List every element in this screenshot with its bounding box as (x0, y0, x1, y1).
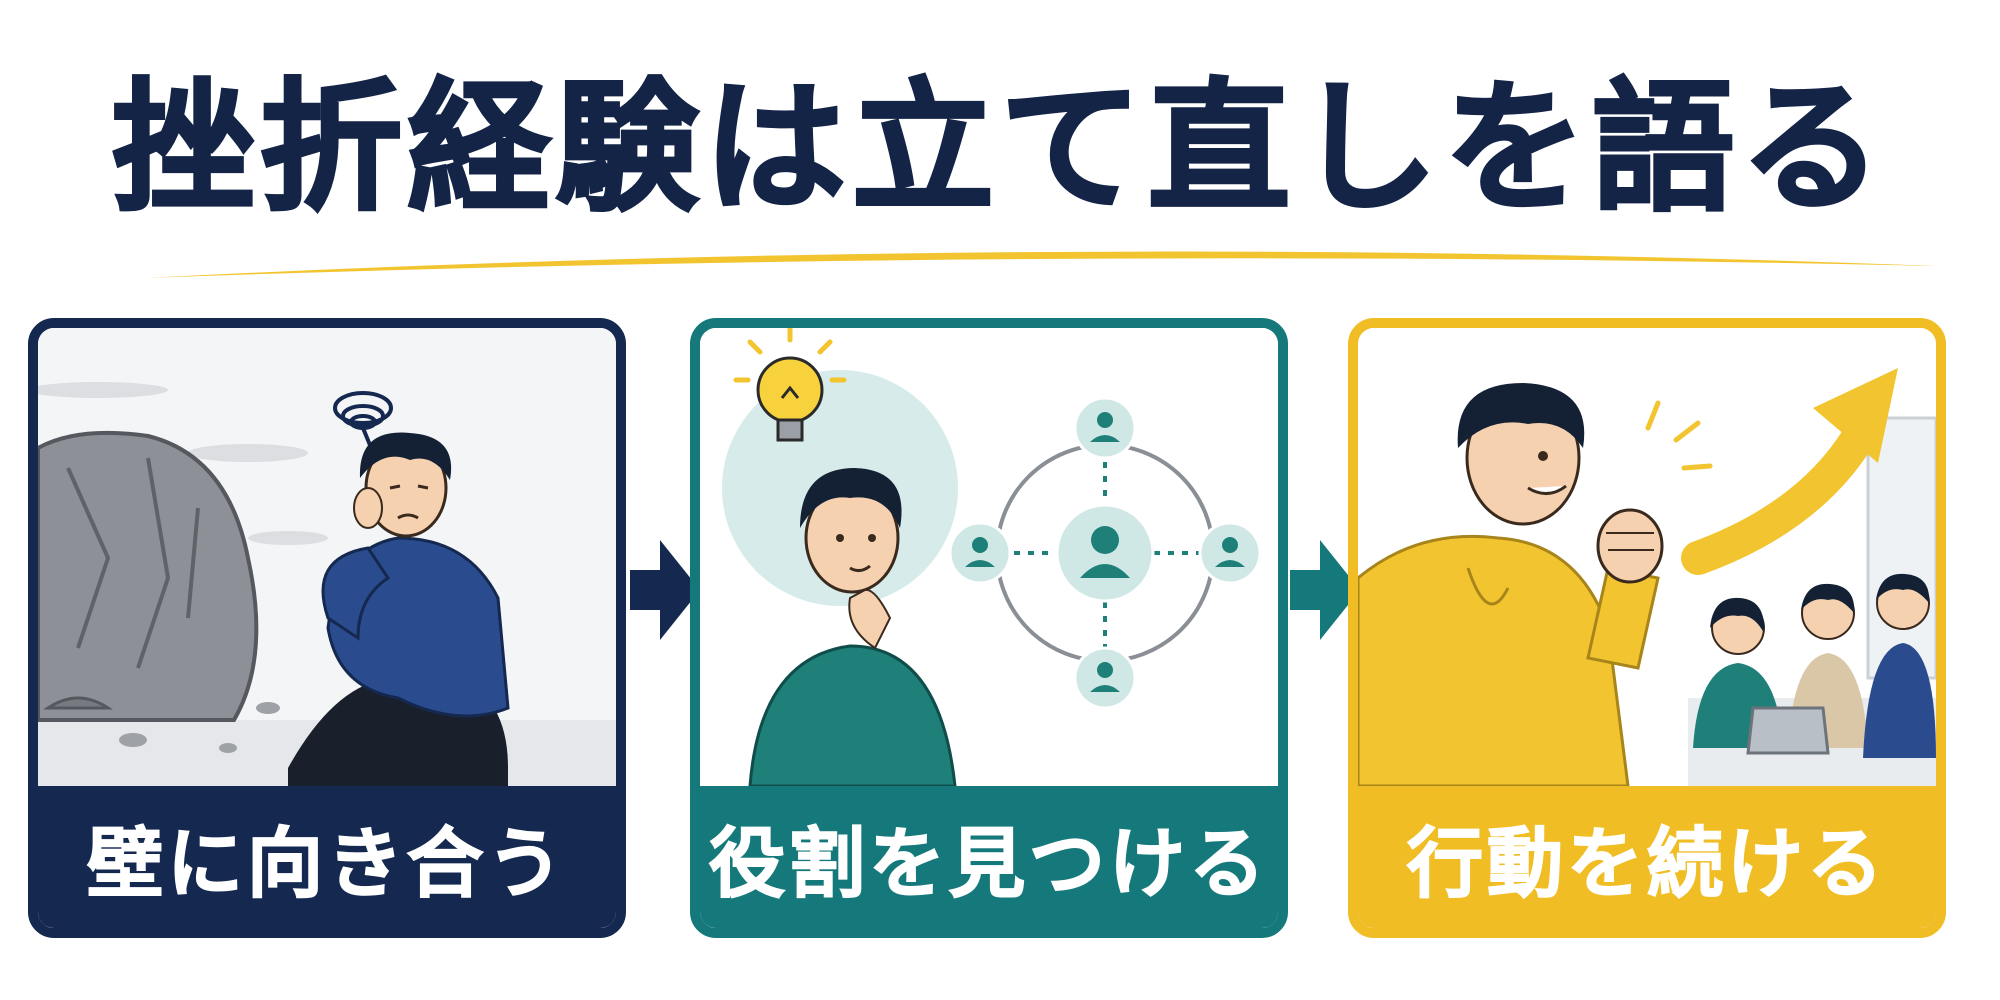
page-title: 挫折経験は立て直しを語る (111, 66, 1888, 231)
step-panel-3: 行動を続ける (1348, 318, 1946, 938)
scene-facing-wall (38, 328, 616, 786)
step-label-2: 役割を見つける (700, 786, 1278, 928)
scene-finding-role (700, 328, 1278, 786)
fist-icon (1586, 508, 1664, 670)
lightbulb-icon (733, 328, 847, 442)
step-panel-1: 壁に向き合う (28, 318, 626, 938)
network-people-icon (948, 396, 1262, 710)
stress-scribble-icon (333, 391, 393, 451)
arrow-right-icon (630, 540, 700, 640)
step-label-1: 壁に向き合う (38, 786, 616, 928)
title-underline (145, 251, 1935, 278)
sad-person-illustration (288, 432, 510, 786)
step-label-3: 行動を続ける (1358, 786, 1936, 928)
determined-person-illustration (1358, 383, 1664, 786)
step-panel-2: 役割を見つける (690, 318, 1288, 938)
upward-arrow-icon (1681, 368, 1898, 575)
boulder-icon (38, 430, 259, 722)
team-illustration (1688, 573, 1936, 786)
arrow-right-icon (1290, 540, 1360, 640)
thinking-person-illustration (748, 468, 957, 786)
scene-continuing-action (1358, 328, 1936, 786)
